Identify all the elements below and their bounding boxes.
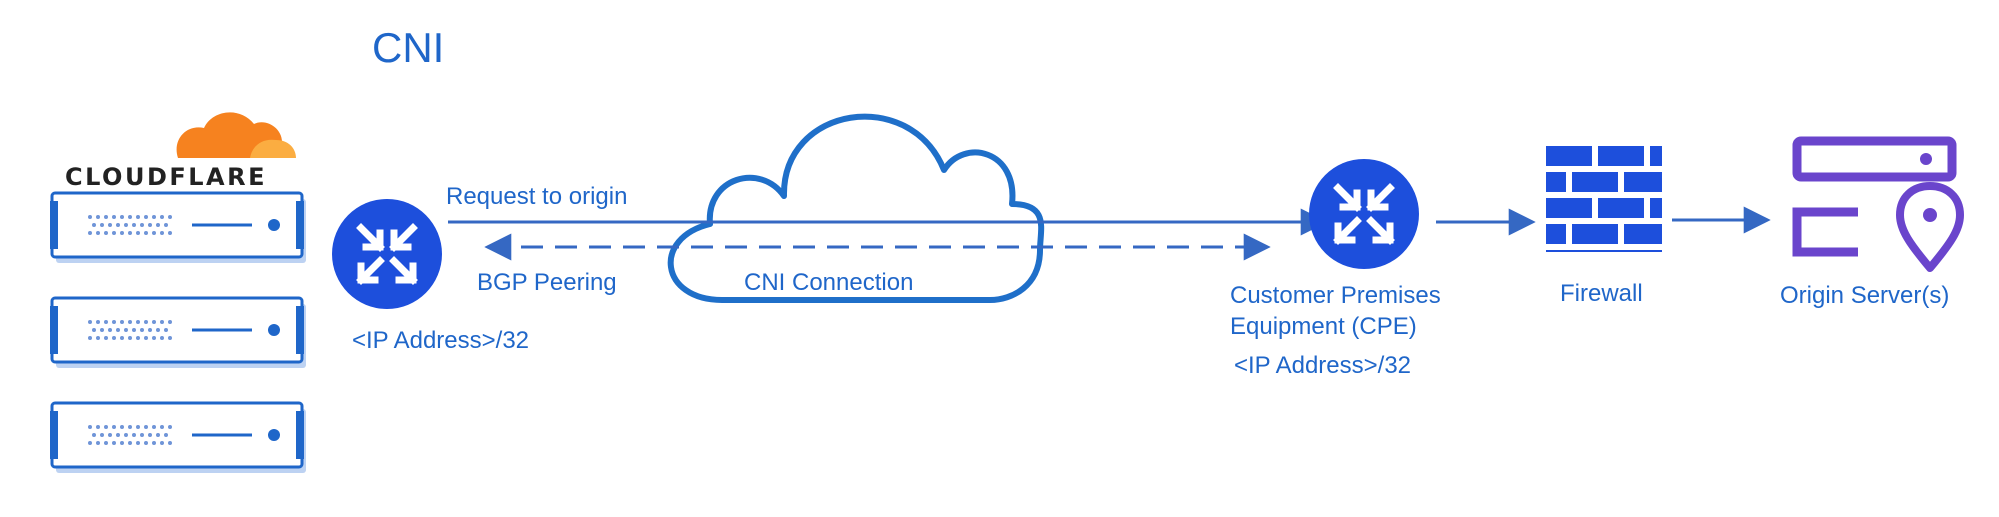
server-unit-icon xyxy=(48,401,308,475)
cpe-router-icon xyxy=(1309,159,1419,269)
diagram-title: CNI xyxy=(372,24,444,71)
cpe-label-line2: Equipment (CPE) xyxy=(1230,313,1417,340)
origin-server-label: Origin Server(s) xyxy=(1780,282,1949,309)
cloudflare-server-rack xyxy=(48,191,308,475)
bgp-peering-label: BGP Peering xyxy=(477,269,617,296)
firewall-label: Firewall xyxy=(1560,280,1643,307)
cloudflare-logo: CLOUDFLARE xyxy=(65,112,298,191)
cloudflare-cloud-icon xyxy=(174,112,298,162)
server-unit-icon xyxy=(48,191,308,265)
cloudflare-router-icon xyxy=(332,199,442,309)
firewall-icon xyxy=(1546,146,1662,252)
origin-server-icon xyxy=(1792,136,1964,272)
request-label: Request to origin xyxy=(446,183,627,210)
cni-connection-label: CNI Connection xyxy=(744,269,913,296)
right-ip-label: <IP Address>/32 xyxy=(1234,352,1411,379)
left-ip-label: <IP Address>/32 xyxy=(352,327,529,354)
server-unit-icon xyxy=(48,296,308,370)
cpe-label-line1: Customer Premises xyxy=(1230,282,1441,309)
cloudflare-wordmark: CLOUDFLARE xyxy=(65,163,267,191)
